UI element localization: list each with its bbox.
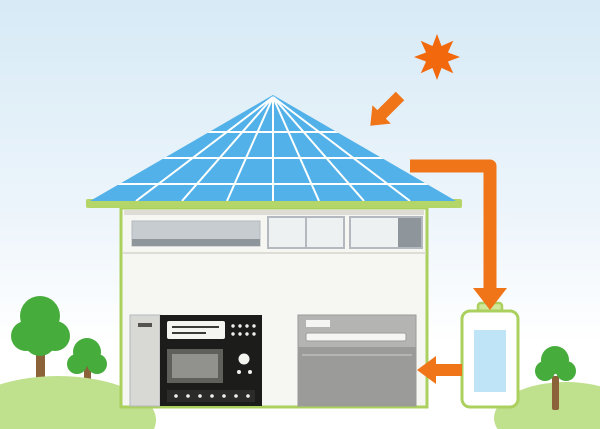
tree-trunk-right <box>552 376 559 410</box>
kitchen-unit <box>129 314 262 407</box>
louver-lip <box>132 239 260 246</box>
energy-flow-arrows <box>370 91 507 384</box>
arrow-sun-to-roof <box>370 91 405 126</box>
house <box>119 206 429 409</box>
control-display <box>167 321 225 339</box>
roof-eave <box>86 199 462 208</box>
second-floor-windows <box>123 216 426 254</box>
control-buttons <box>231 324 256 336</box>
sun-core <box>425 45 449 69</box>
microwave-buttons <box>237 370 252 374</box>
arrow-roof-to-battery-shaft <box>410 159 497 290</box>
window-right-dark-pane <box>398 218 421 247</box>
cabinet-side <box>129 314 161 407</box>
storage-battery <box>460 301 520 409</box>
bush-mound-left <box>0 376 156 429</box>
sun-rays <box>414 34 460 80</box>
tree-foliage-left <box>11 296 107 374</box>
cabinet-handle <box>138 323 152 327</box>
arrow-roof-to-battery-head <box>473 288 507 310</box>
dishwasher-slot-small <box>306 320 330 327</box>
battery-cell <box>474 330 506 392</box>
sun-icon <box>414 34 460 80</box>
arrow-battery-to-appliance <box>417 356 462 384</box>
control-display-lines <box>172 326 219 334</box>
microwave-knob <box>238 353 250 365</box>
tree-foliage-right <box>535 346 576 381</box>
eave-shadow <box>124 210 424 215</box>
bush-mound-right <box>494 382 600 429</box>
drawer-dots <box>174 394 250 398</box>
dishwasher-slot-long <box>305 332 407 342</box>
microwave-window-glass <box>172 354 218 378</box>
dishwasher-door <box>298 347 416 406</box>
dishwasher <box>297 314 417 407</box>
